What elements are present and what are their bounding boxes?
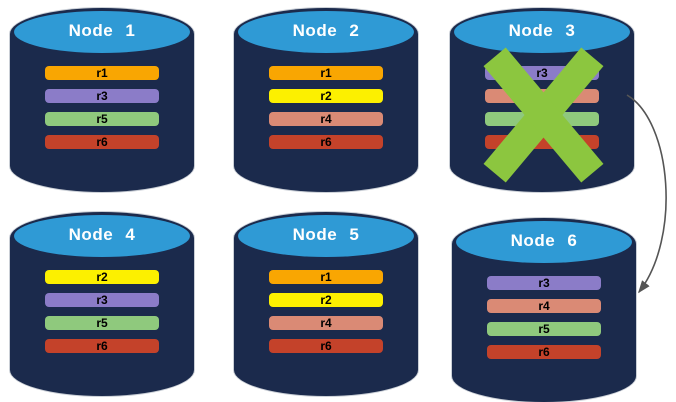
replica-bar — [485, 135, 599, 149]
cylinder-top — [238, 11, 414, 53]
replica-bar: r4 — [487, 299, 601, 313]
replica-bar: r4 — [269, 112, 383, 126]
replica-bar: r4 — [269, 316, 383, 330]
node-title: Node 1 — [68, 21, 136, 40]
cylinder-top — [238, 215, 414, 257]
replica-bar: r6 — [45, 135, 159, 149]
replica-bar — [485, 112, 599, 126]
replica-bar: r6 — [269, 135, 383, 149]
replica-bar: r2 — [269, 89, 383, 103]
node-5: Node 5 r1 r2 r4 r6 — [234, 212, 418, 396]
replica-bar: r3 — [485, 66, 599, 80]
replica-bar: r3 — [45, 89, 159, 103]
cylinder-top — [14, 215, 190, 257]
cylinder-top — [456, 221, 632, 263]
replica-bar: r1 — [269, 270, 383, 284]
node-1: Node 1 r1 r3 r5 r6 — [10, 8, 194, 192]
replica-bar: r1 — [269, 66, 383, 80]
replica-list: r3 r4 r5 r6 — [487, 276, 601, 359]
replica-list: r2 r3 r5 r6 — [45, 270, 159, 353]
replica-bar: r5 — [45, 112, 159, 126]
replica-bar: r1 — [45, 66, 159, 80]
node-6: Node 6 r3 r4 r5 r6 — [452, 218, 636, 402]
replica-bar: r3 — [487, 276, 601, 290]
replica-list: r1 r3 r5 r6 — [45, 66, 159, 149]
node-2: Node 2 r1 r2 r4 r6 — [234, 8, 418, 192]
replica-list: r3 — [485, 66, 599, 149]
node-title: Node 4 — [68, 225, 136, 244]
replica-bar: r6 — [269, 339, 383, 353]
replica-bar: r6 — [487, 345, 601, 359]
node-title: Node 2 — [292, 21, 360, 40]
node-title: Node 3 — [508, 21, 576, 40]
replica-bar: r6 — [45, 339, 159, 353]
node-4: Node 4 r2 r3 r5 r6 — [10, 212, 194, 396]
replica-bar: r2 — [269, 293, 383, 307]
replica-bar: r5 — [45, 316, 159, 330]
replica-list: r1 r2 r4 r6 — [269, 270, 383, 353]
node-title: Node 6 — [510, 231, 578, 250]
cylinder-top — [14, 11, 190, 53]
replica-bar — [485, 89, 599, 103]
replica-list: r1 r2 r4 r6 — [269, 66, 383, 149]
node-3: Node 3 r3 — [450, 8, 634, 192]
replica-bar: r2 — [45, 270, 159, 284]
replica-bar: r5 — [487, 322, 601, 336]
replica-bar: r3 — [45, 293, 159, 307]
node-title: Node 5 — [292, 225, 360, 244]
cylinder-top — [454, 11, 630, 53]
